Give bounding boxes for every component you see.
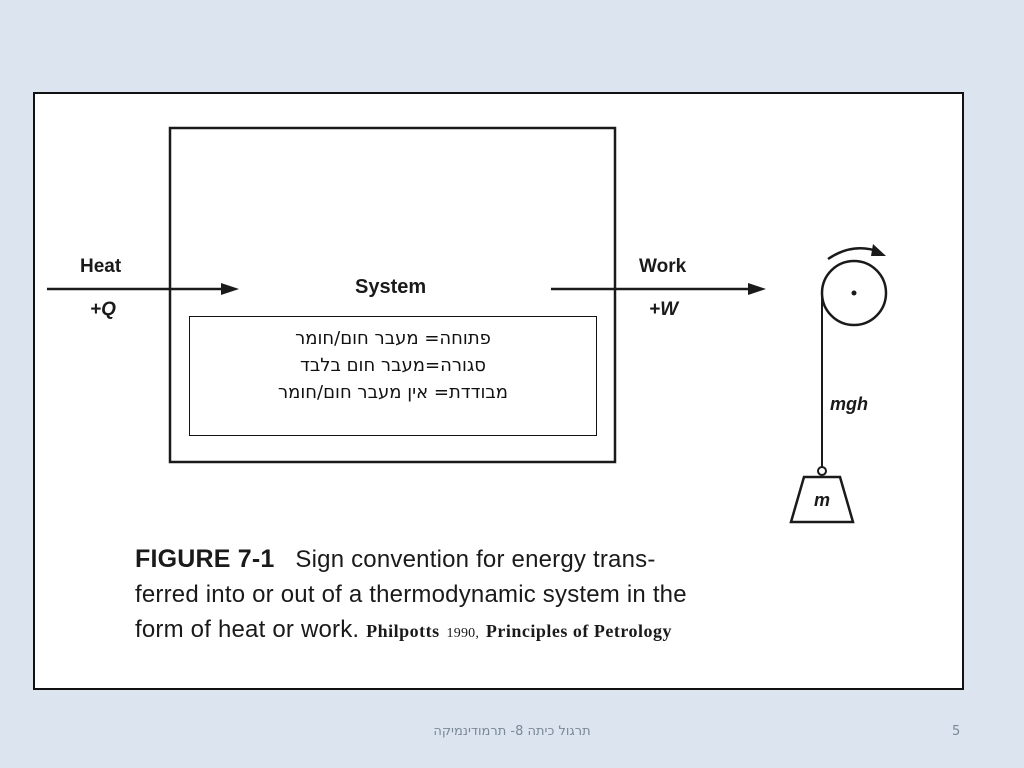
isolated-system-line: מבודדת= אין מעבר חום/חומר — [277, 382, 508, 403]
figure-caption: FIGURE 7-1 Sign convention for energy tr… — [135, 542, 835, 651]
mass-weight — [789, 475, 855, 524]
heat-arrowhead — [221, 283, 239, 295]
figure-number: FIGURE 7-1 — [135, 545, 275, 573]
thermodynamic-system-diagram — [47, 126, 888, 524]
citation-year: 1990, — [446, 626, 480, 641]
rope-hook — [817, 466, 827, 476]
citation-title: Principles of Petrology — [485, 621, 673, 641]
figure-frame: Heat +Q System Work +W mgh m פתוחה= מעבר… — [33, 92, 964, 690]
work-symbol: +W — [649, 299, 679, 320]
system-label: System — [355, 276, 427, 298]
system-box — [168, 126, 617, 464]
slide-footer-title: תרגול כיתה 8- תרמודינמיקה — [433, 724, 591, 739]
caption-line-2: ferred into or out of a thermodynamic sy… — [135, 581, 687, 608]
closed-system-line: סגורה=מעבר חום בלבד — [300, 355, 486, 376]
heat-label: Heat — [80, 256, 122, 277]
system-types-note: פתוחה= מעבר חום/חומר סגורה=מעבר חום בלבד… — [189, 316, 597, 436]
mgh-label: mgh — [830, 394, 868, 414]
caption-line-1: Sign convention for energy trans- — [295, 546, 656, 573]
rotation-arrowhead — [871, 244, 886, 256]
pulley-axle — [851, 290, 857, 296]
citation-author: Philpotts — [366, 621, 440, 641]
mass-label: m — [814, 490, 831, 510]
heat-symbol: +Q — [90, 299, 116, 320]
open-system-line: פתוחה= מעבר חום/חומר — [295, 328, 491, 349]
work-arrowhead — [748, 283, 766, 295]
caption-line-3: form of heat or work. — [135, 616, 360, 643]
work-label: Work — [639, 256, 687, 277]
slide-page-number: 5 — [952, 724, 961, 739]
